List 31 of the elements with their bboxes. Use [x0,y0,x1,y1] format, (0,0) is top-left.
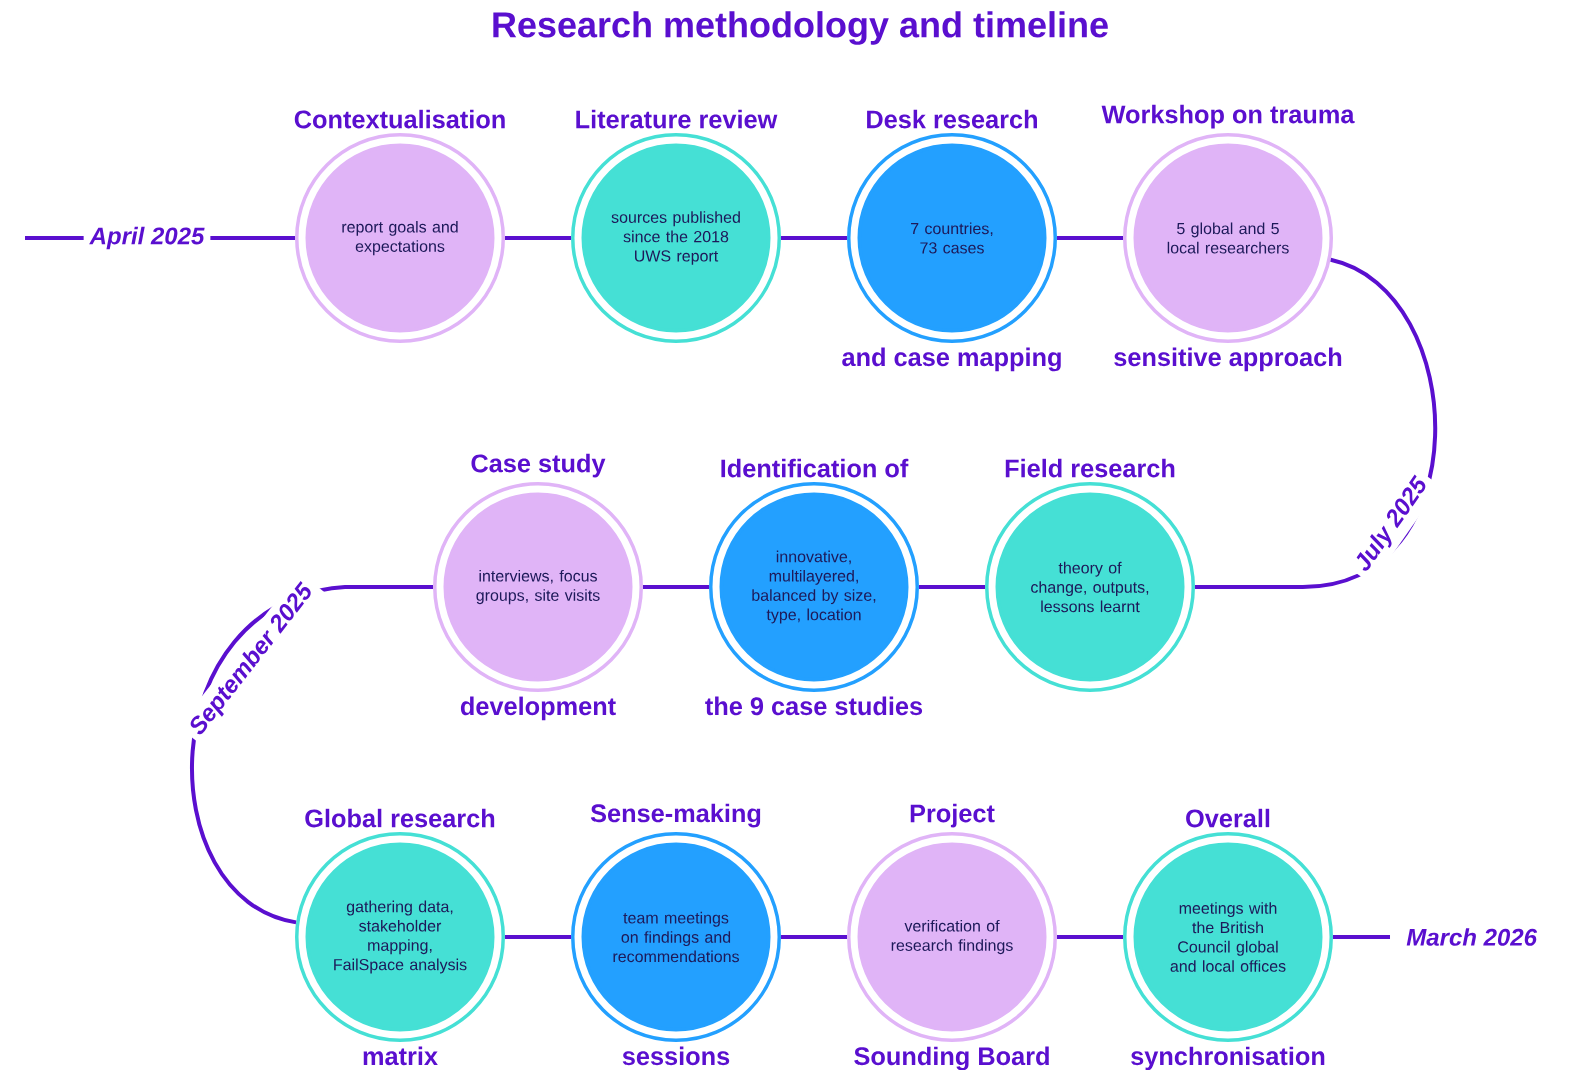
step-title: Case study [471,453,606,478]
step-title: the 9 case studies [705,696,923,716]
step-title: Literature review [576,109,778,129]
timeline-line [505,935,571,939]
date-label: April 2025 [83,220,211,256]
step-title: Contextualisation [294,109,505,129]
step-title: matrix [363,1046,438,1066]
step-title: development [460,696,616,721]
step-title: Sense-making [590,803,761,828]
step-title: Workshop on trauma [1101,104,1355,129]
step-title: sessions [622,1046,730,1066]
step-title: and case mapping [842,347,1061,372]
step-title: synchronisation [1131,1046,1325,1070]
timeline-line [1057,236,1123,240]
step-title: Global research [305,808,495,828]
timeline-line [1057,935,1123,939]
step-title: Overall [1186,808,1270,828]
timeline-line [643,585,709,589]
step-title: Field research [1005,458,1175,478]
step-title: Sounding Board [854,1046,1049,1070]
timeline-line [781,236,847,240]
timeline-line [919,585,985,589]
timeline-line [505,236,571,240]
step-title: Identification of [721,458,909,478]
timeline-line [781,935,847,939]
step-title: Project [910,803,995,828]
timeline-line [1333,935,1390,939]
date-label: March 2026 [1400,922,1543,952]
step-title: Desk research [867,109,1037,129]
heading: Research methodology and timeline [493,11,1108,45]
step-title: sensitive approach [1114,347,1342,372]
